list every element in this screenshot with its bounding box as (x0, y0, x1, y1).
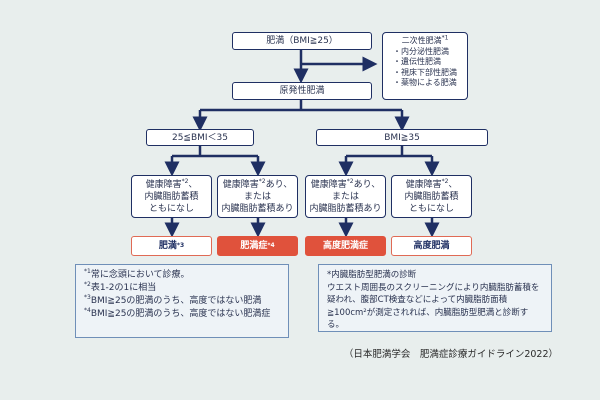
condition-text: 内臓脂肪蓄積あり (309, 203, 382, 214)
secondary-item: ・内分泌性肥満 (393, 46, 449, 56)
footnote-mark: *2 (441, 177, 449, 185)
obesity-label: 肥満（BMI≧25） (266, 36, 338, 46)
condition-text: 健康障害 (310, 179, 347, 190)
footnote-1: *1常に念頭において診療。 (84, 269, 280, 282)
footnote-mark: *2 (258, 177, 266, 185)
footnote-2: *2表1-2の1に相当 (84, 282, 280, 295)
secondary-item: ・遺伝性肥満 (393, 57, 441, 66)
secondary-item: ・薬物による肥満 (393, 78, 457, 87)
footnote-text: BMI≧25の肥満のうち、高度ではない肥満症 (90, 309, 271, 319)
condition-text: 内臓脂肪蓄積 (404, 191, 459, 202)
primary-obesity-box: 原発性肥満 (232, 82, 372, 100)
condition-text: あり、 (265, 179, 293, 190)
footnote-mark: *2 (181, 177, 189, 185)
condition-text: または (331, 191, 359, 202)
condition-text: 内臓脂肪蓄積あり (221, 203, 294, 214)
result-severe-obesity: 高度肥満 (391, 236, 472, 256)
footnote-mark: *2 (346, 177, 354, 185)
condition-text: あり、 (353, 179, 381, 190)
footnote-3: *3BMI≧25の肥満のうち、高度ではない肥満 (84, 295, 280, 308)
footnotes-box: *1常に念頭において診療。 *2表1-2の1に相当 *3BMI≧25の肥満のうち… (75, 264, 289, 338)
footnote-mark: *3 (84, 294, 91, 301)
condition-box-2: 健康障害*2あり、または内臓脂肪蓄積あり (217, 175, 298, 218)
secondary-title: 二次性肥満*1 (401, 34, 449, 47)
note-title: *内臓脂肪型肥満の診断 (327, 270, 417, 280)
result-label: 高度肥満症 (322, 241, 368, 251)
result-obesity-disease: 肥満症*4 (217, 236, 298, 256)
branch-label: BMI≧35 (384, 132, 420, 143)
branch-box-bmi-35: BMI≧35 (316, 129, 488, 146)
secondary-obesity-box: 二次性肥満*1 ・内分泌性肥満 ・遺伝性肥満 ・視床下部性肥満 ・薬物による肥満 (382, 32, 468, 100)
result-obesity: 肥満*3 (131, 236, 212, 256)
footnote-mark: *1 (441, 34, 449, 42)
condition-text: ともになし (148, 203, 194, 214)
condition-box-3: 健康障害*2あり、または内臓脂肪蓄積あり (305, 175, 386, 218)
result-label: 肥満症 (240, 241, 268, 251)
footnote-text: 常に念頭において診療。 (90, 270, 190, 280)
footnote-mark: *2 (84, 281, 91, 288)
citation: （日本肥満学会 肥満症診療ガイドライン2022） (343, 349, 558, 360)
footnote-text: BMI≧25の肥満のうち、高度ではない肥満 (90, 296, 262, 306)
branch-label: 25≦BMI＜35 (171, 132, 229, 143)
condition-text: 健康障害 (222, 179, 259, 190)
condition-text: 、 (448, 179, 458, 190)
condition-box-4: 健康障害*2、内臓脂肪蓄積ともになし (391, 175, 472, 218)
secondary-title-text: 二次性肥満 (401, 36, 442, 45)
footnote-4: *4BMI≧25の肥満のうち、高度ではない肥満症 (84, 308, 280, 321)
footnote-mark: *1 (84, 268, 91, 275)
note-line: ウエスト周囲長のスクリーニングにより内臓脂肪蓄積を (327, 282, 540, 293)
secondary-item: ・視床下部性肥満 (393, 67, 457, 77)
primary-obesity-label: 原発性肥満 (279, 86, 325, 96)
condition-text: 健康障害 (145, 179, 182, 190)
footnote-text: 表1-2の1に相当 (90, 283, 157, 293)
condition-text: ともになし (408, 203, 454, 214)
result-severe-obesity-disease: 高度肥満症 (305, 236, 386, 256)
visceral-obesity-note: *内臓脂肪型肥満の診断 ウエスト周囲長のスクリーニングにより内臓脂肪蓄積を 疑わ… (318, 264, 552, 332)
branch-box-bmi-25-35: 25≦BMI＜35 (146, 129, 254, 146)
result-label: 肥満 (158, 241, 177, 251)
condition-text: 、 (188, 179, 198, 190)
note-line: 疑われ、腹部CT検査などによって内臓脂肪面積 (327, 295, 508, 305)
condition-box-1: 健康障害*2、内臓脂肪蓄積ともになし (131, 175, 212, 218)
condition-text: 健康障害 (405, 179, 442, 190)
condition-text: 内臓脂肪蓄積 (144, 191, 199, 202)
condition-text: または (243, 191, 271, 202)
note-line: ≧100cm²が測定されれば、内臓脂肪型肥満と診断する。 (327, 307, 529, 331)
footnote-mark: *4 (84, 307, 91, 314)
obesity-box: 肥満（BMI≧25） (232, 32, 372, 50)
result-label: 高度肥満 (413, 241, 450, 251)
